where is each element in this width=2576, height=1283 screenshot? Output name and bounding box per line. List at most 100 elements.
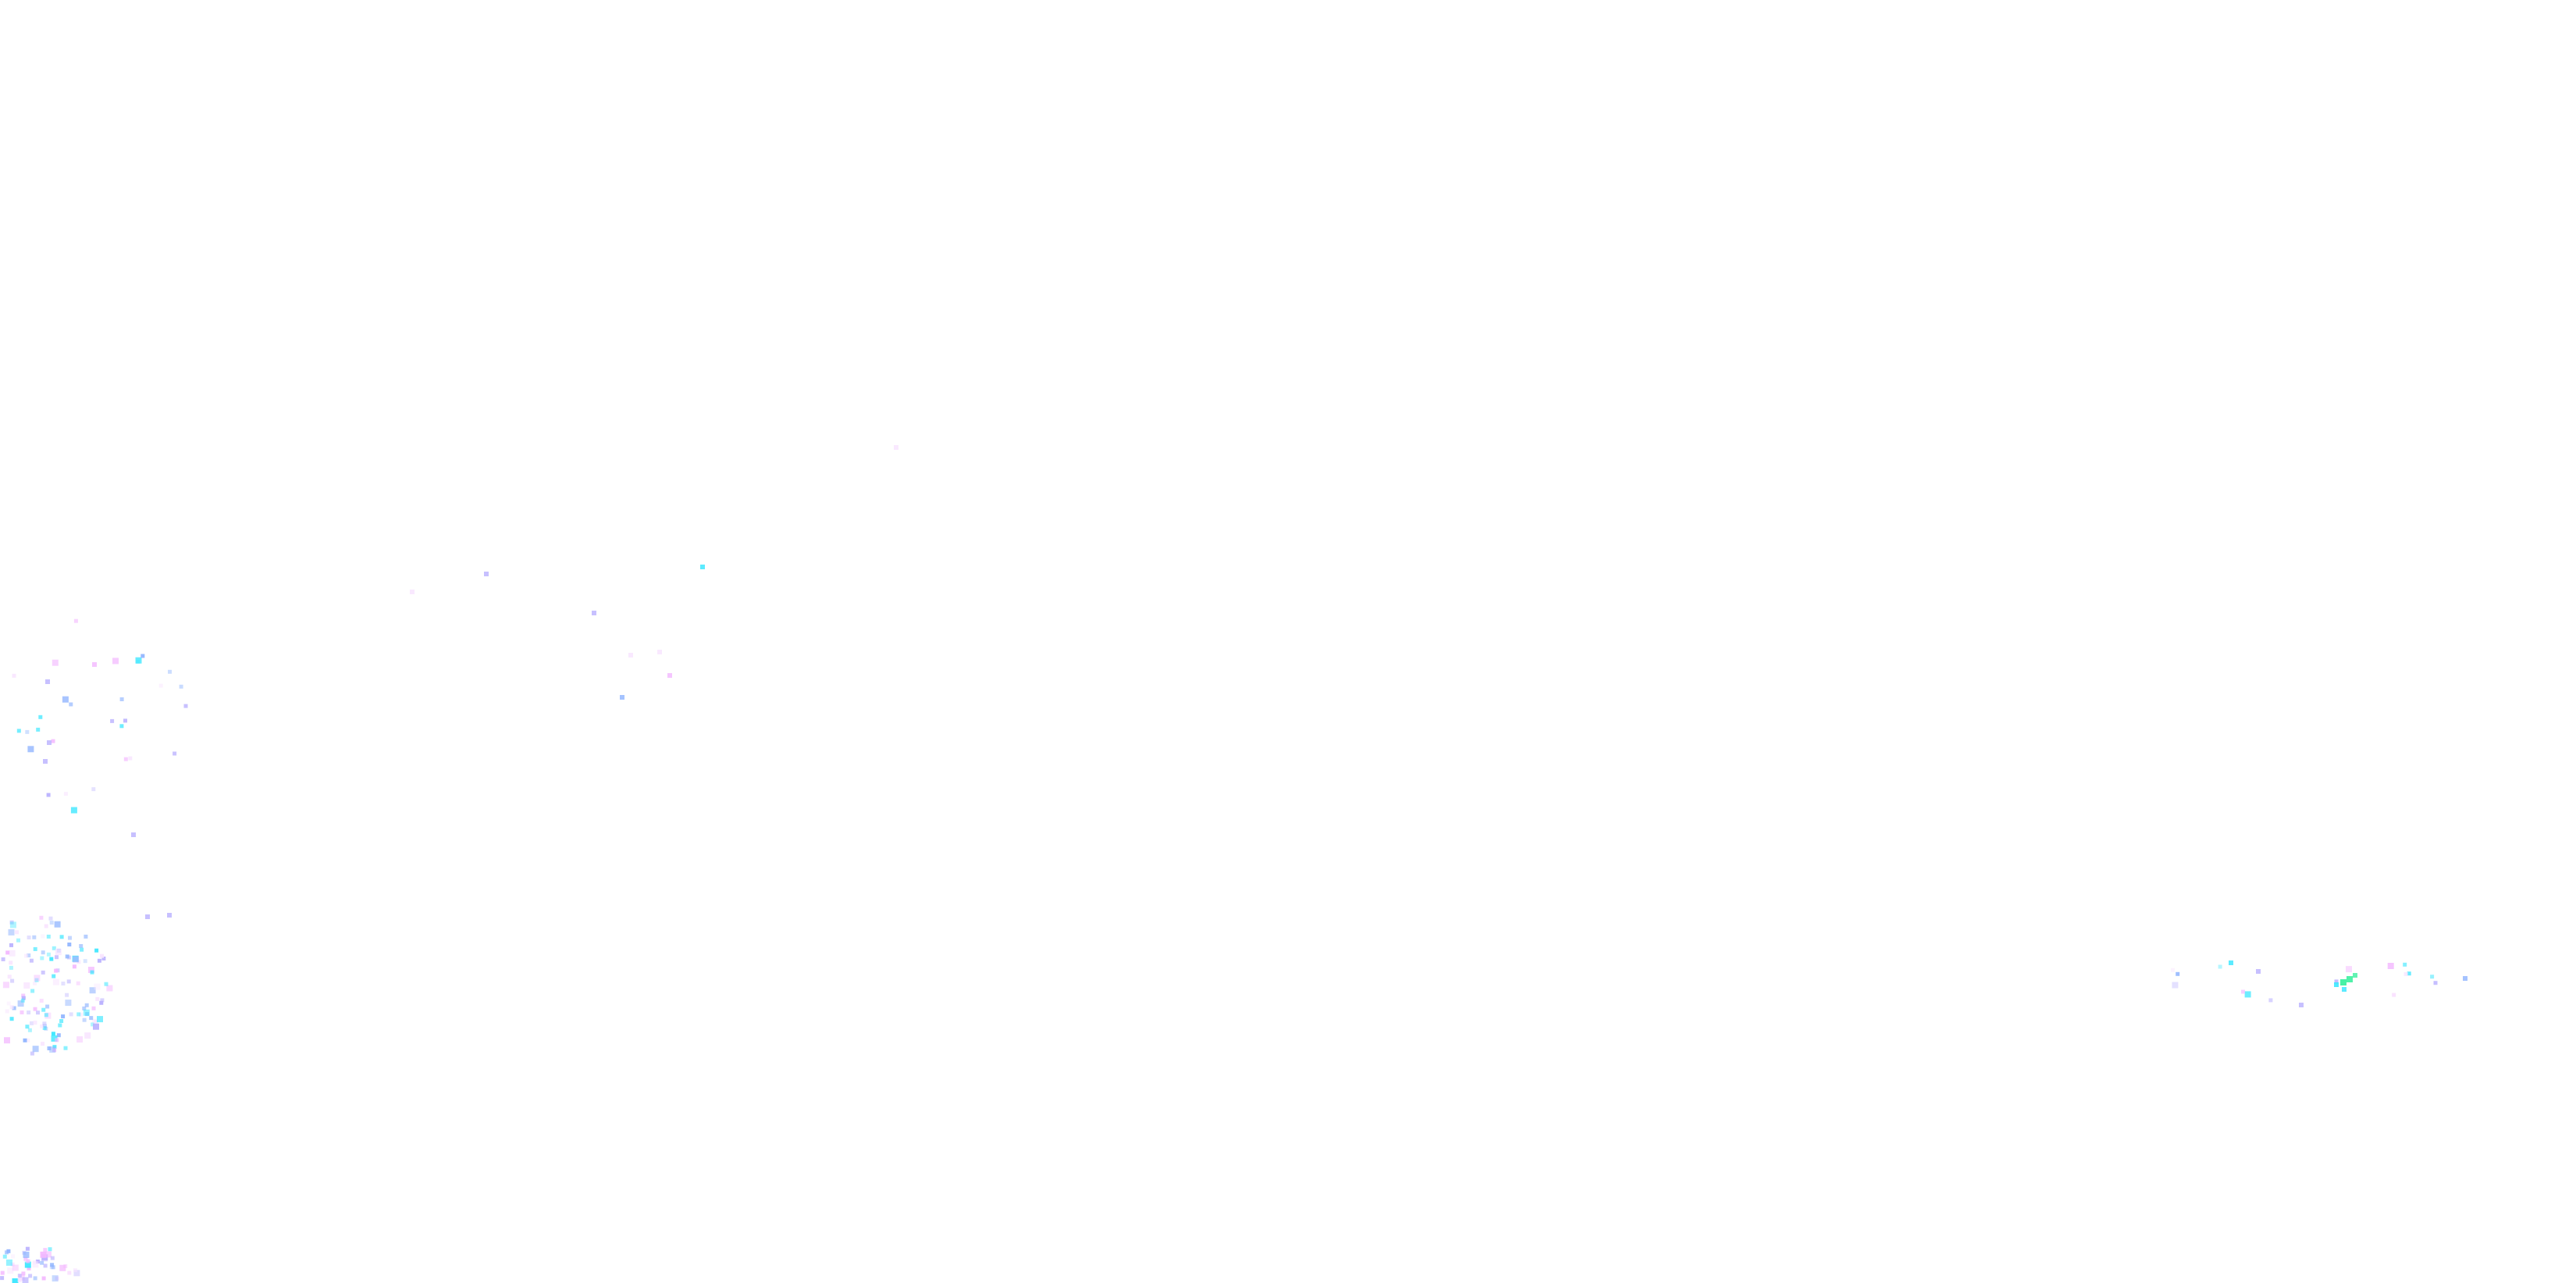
speckle bbox=[33, 1021, 37, 1025]
speckle bbox=[73, 1270, 80, 1277]
speckle bbox=[62, 696, 69, 703]
speckle bbox=[17, 1274, 22, 1278]
speckle bbox=[73, 956, 80, 963]
speckle bbox=[2430, 975, 2435, 979]
speckle bbox=[93, 1023, 99, 1030]
speckle bbox=[39, 999, 44, 1003]
speckle bbox=[90, 970, 94, 975]
speckle bbox=[32, 1261, 39, 1268]
speckle bbox=[44, 924, 48, 928]
speckle bbox=[76, 1012, 81, 1017]
speckle bbox=[56, 1033, 61, 1038]
speckle bbox=[15, 930, 19, 935]
speckle bbox=[59, 935, 64, 939]
speckle bbox=[25, 1246, 30, 1251]
speckle bbox=[2218, 964, 2222, 969]
speckle bbox=[84, 934, 88, 939]
speckle bbox=[410, 590, 415, 594]
speckle bbox=[135, 657, 142, 664]
speckle bbox=[44, 1013, 48, 1017]
speckle bbox=[2392, 993, 2396, 997]
speckle bbox=[21, 996, 26, 1000]
speckle bbox=[46, 934, 51, 939]
speckle bbox=[183, 704, 188, 708]
speckle bbox=[91, 1022, 95, 1027]
speckle bbox=[33, 1007, 37, 1011]
speckle bbox=[128, 756, 133, 761]
green-glint bbox=[2353, 973, 2357, 978]
speckle bbox=[2334, 979, 2339, 984]
speckle bbox=[41, 970, 45, 975]
speckle bbox=[50, 1256, 55, 1260]
speckle bbox=[48, 1247, 52, 1252]
speckle bbox=[100, 953, 104, 958]
speckle bbox=[43, 1248, 48, 1253]
speckle bbox=[65, 1000, 72, 1007]
speckle bbox=[27, 1028, 32, 1032]
speckle bbox=[52, 974, 56, 978]
speckle bbox=[4, 1037, 10, 1044]
speckle bbox=[2346, 966, 2352, 973]
speckle bbox=[657, 650, 662, 654]
speckle bbox=[43, 1024, 47, 1028]
speckle bbox=[73, 618, 78, 623]
speckle bbox=[2, 982, 9, 989]
speckle bbox=[72, 964, 76, 969]
speckle bbox=[52, 978, 59, 985]
speckle bbox=[45, 1004, 50, 1009]
speckle bbox=[84, 1003, 89, 1007]
speckle bbox=[2229, 960, 2233, 965]
speckle bbox=[48, 916, 53, 921]
speckle bbox=[51, 1265, 55, 1270]
speckle bbox=[30, 989, 35, 993]
speckle bbox=[97, 1016, 103, 1023]
speckle bbox=[23, 982, 30, 989]
speckle bbox=[16, 938, 20, 943]
speckle bbox=[55, 949, 62, 956]
speckle bbox=[894, 445, 898, 450]
speckle bbox=[2463, 976, 2467, 981]
speckle bbox=[65, 993, 69, 997]
speckle bbox=[2387, 963, 2394, 969]
speckle bbox=[76, 981, 80, 985]
speckle bbox=[17, 1278, 22, 1282]
speckle bbox=[21, 1271, 26, 1276]
speckle bbox=[2, 1254, 7, 1259]
speckle bbox=[2299, 1003, 2304, 1007]
speckle bbox=[97, 958, 101, 963]
speckle bbox=[16, 729, 21, 733]
speckle bbox=[9, 965, 13, 970]
speckle bbox=[34, 978, 39, 982]
speckle bbox=[9, 1005, 14, 1010]
speckle bbox=[45, 679, 50, 684]
speckle bbox=[110, 718, 115, 723]
speckle bbox=[66, 979, 71, 984]
speckle bbox=[20, 998, 25, 1003]
speckle bbox=[69, 1012, 73, 1017]
speckle bbox=[39, 915, 44, 920]
speckle bbox=[94, 948, 99, 953]
speckle bbox=[23, 1038, 27, 1042]
speckle bbox=[9, 943, 13, 947]
speckle bbox=[2241, 989, 2245, 994]
speckle bbox=[6, 1249, 11, 1253]
speckle bbox=[112, 658, 119, 665]
speckle bbox=[85, 1012, 90, 1017]
speckle bbox=[5, 1259, 12, 1266]
speckle bbox=[41, 1276, 46, 1281]
speckle bbox=[79, 944, 84, 948]
speckle bbox=[52, 659, 59, 666]
speckle bbox=[119, 697, 124, 701]
speckle bbox=[1, 957, 5, 961]
speckle bbox=[24, 953, 28, 958]
speckle-layer bbox=[0, 445, 2467, 1283]
speckle bbox=[50, 1263, 55, 1267]
speckle bbox=[620, 695, 624, 700]
speckle bbox=[47, 740, 52, 745]
speckle bbox=[82, 1006, 87, 1010]
speckle bbox=[6, 1001, 11, 1006]
speckle bbox=[2403, 971, 2408, 976]
speckle bbox=[55, 1038, 59, 1042]
speckle bbox=[12, 1278, 19, 1283]
